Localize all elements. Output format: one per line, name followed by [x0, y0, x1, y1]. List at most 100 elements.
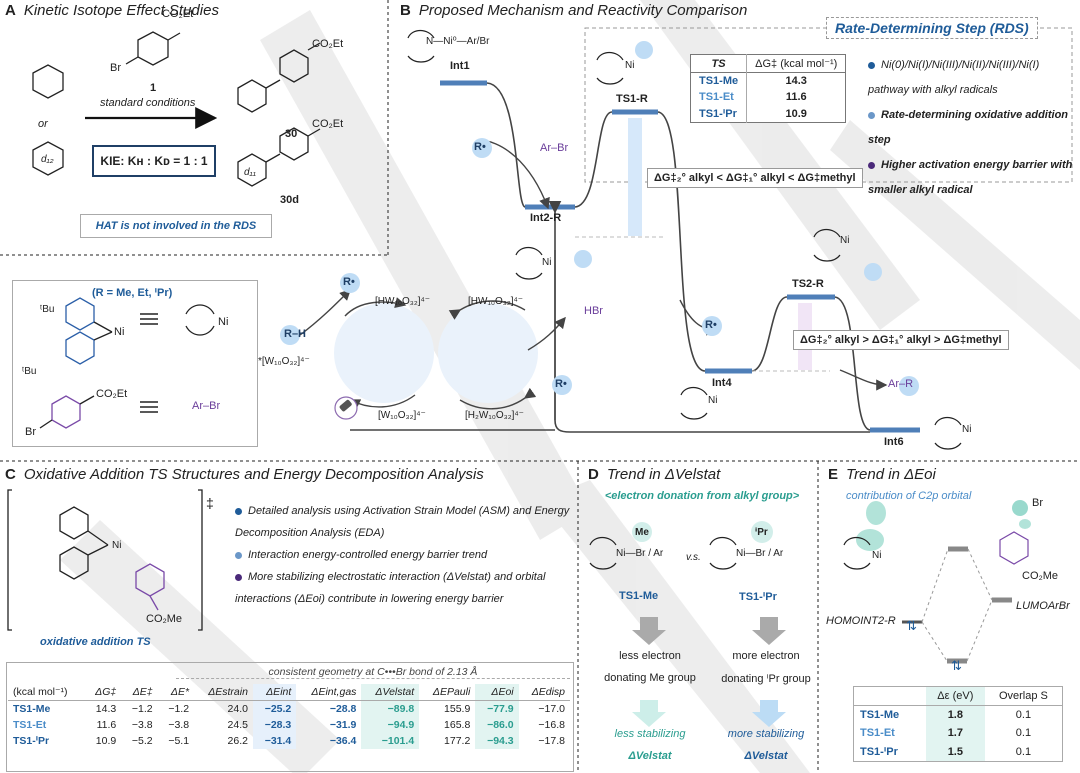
orbital-s: 0.1 — [1015, 745, 1032, 758]
label-int2r: Int2-R — [530, 212, 562, 224]
orbital-de: 1.5 — [925, 742, 985, 762]
me-label: Me — [635, 527, 649, 538]
species-radical: R• — [474, 141, 486, 153]
svg-text:⇅: ⇅ — [951, 659, 962, 674]
or-text: or — [38, 118, 48, 130]
species-arr: Ar–R — [888, 378, 914, 390]
eda-cell: −31.9 — [329, 719, 357, 731]
panel-a-letter: A — [5, 2, 16, 19]
eda-cell: −5.1 — [168, 735, 190, 747]
product-30d-label: 30d — [280, 194, 299, 206]
orbital-table: Δε (eV) Overlap S TS1-Me 1.8 0.1 TS1-Et … — [853, 686, 1063, 762]
ni-ts1r: Ni — [625, 60, 635, 71]
species-radical: R• — [555, 378, 567, 390]
orbital-row-name: TS1-Me — [860, 709, 900, 721]
rds-point: Ni(0)/Ni(I)/Ni(III)/Ni(II)/Ni(III)/Ni(I)… — [868, 59, 1040, 96]
eda-row-name: TS1-Me — [13, 703, 51, 715]
ni-int1: N—Ni⁰—Ar/Br — [426, 36, 490, 47]
tbu-label: ᵗBu — [22, 366, 37, 377]
d12-label: d₁₂ — [41, 154, 54, 165]
lumo-label: LUMOArBr — [1016, 600, 1070, 612]
panel-b-letter: B — [400, 2, 411, 19]
eda-header: ΔEoi — [475, 684, 519, 701]
ts-caption: oxidative addition TS — [40, 636, 151, 648]
d-right-dv: ΔVelstat — [744, 750, 788, 762]
eda-row: TS1-Me 14.3 −1.2 −1.2 24.0 −25.2 −28.8 −… — [8, 700, 570, 717]
orbital-header: Overlap S — [998, 690, 1048, 702]
panel-d-structures — [589, 536, 737, 570]
aryl-bromide-ring — [137, 31, 169, 66]
homo-label: HOMOINT2-R — [826, 615, 896, 627]
legend-structures — [39, 297, 215, 429]
product-30d-cyclohexyl — [237, 153, 267, 187]
orbital-row: TS1-Me 1.8 0.1 — [854, 705, 1063, 724]
label-int6: Int6 — [884, 436, 904, 448]
orbital-row-name: TS1-Et — [860, 727, 895, 739]
species-w: [W₁₀O₃₂]⁴⁻ — [378, 410, 426, 421]
legend-br: Br — [25, 426, 36, 438]
rds-title: Rate-Determining Step (RDS) — [826, 17, 1038, 39]
tbu-label: ᵗBu — [40, 304, 55, 315]
ts-row-name: TS1-Et — [699, 91, 734, 103]
panel-d-arrows — [632, 617, 786, 727]
eda-cell: 10.9 — [95, 735, 117, 747]
label-int4: Int4 — [712, 377, 732, 389]
d-right-label: TS1-ⁱPr — [739, 591, 777, 603]
panel-c-letter: C — [5, 466, 16, 483]
panel-c-points: Detailed analysis using Activation Strai… — [235, 500, 570, 610]
e-br: Br — [1032, 497, 1043, 509]
eda-row-name: TS1-Et — [13, 719, 47, 731]
eda-cell: −77.9 — [475, 700, 519, 717]
eda-header: ΔEdisp — [531, 686, 565, 698]
eda-header: ΔG‡ — [95, 686, 117, 698]
eda-header: ΔE‡ — [132, 686, 153, 698]
eda-cell: −3.8 — [168, 719, 190, 731]
eda-cell: −28.8 — [329, 703, 357, 715]
d-left-dv: ΔVelstat — [628, 750, 672, 762]
orbital-row: TS1-ⁱPr 1.5 0.1 — [854, 742, 1063, 762]
d-left-result: less stabilizing — [614, 728, 686, 740]
orbital-header — [854, 687, 926, 706]
ni-int4: Ni — [708, 395, 718, 406]
eda-cell: −86.0 — [475, 717, 519, 733]
panel-a-structures — [32, 31, 321, 187]
eda-header: ΔE* — [170, 686, 190, 698]
svg-text:⇅: ⇅ — [906, 619, 917, 634]
eda-table-frame — [6, 662, 574, 772]
bullet-icon — [235, 507, 242, 515]
eda-cell: −25.2 — [252, 700, 297, 717]
orbital-row-name: TS1-ⁱPr — [860, 746, 898, 758]
bullet-icon — [868, 161, 875, 169]
ni-d-left: Ni—Br / Ar — [616, 548, 664, 559]
panel-e-subtitle: contribution of C2p orbital — [846, 490, 972, 502]
panel-d-letter: D — [588, 466, 599, 483]
ni-d-right: Ni—Br / Ar — [736, 548, 784, 559]
inequality-box-1: ΔG‡₂° alkyl < ΔG‡₁° alkyl < ΔG‡methyl — [647, 168, 863, 188]
reagent-co2et: CO₂Et — [162, 8, 194, 20]
rds-points: Ni(0)/Ni(I)/Ni(III)/Ni(II)/Ni(III)/Ni(I)… — [868, 53, 1073, 203]
eda-cell: 165.8 — [444, 719, 471, 731]
conditions-text: standard conditions — [100, 97, 196, 109]
vs-text: v.s. — [686, 552, 701, 563]
r-definition: (R = Me, Et, ⁱPr) — [88, 286, 177, 299]
d-right-text1: more electron — [732, 650, 800, 662]
orbital-s: 0.1 — [1015, 709, 1032, 721]
ts-co2me: CO₂Me — [146, 613, 183, 625]
eda-cell: −16.8 — [538, 719, 565, 731]
eda-header: (kcal mol⁻¹) — [13, 686, 68, 698]
ts-row-value: 11.6 — [746, 89, 846, 105]
species-hbr: HBr — [584, 305, 603, 317]
eda-row: TS1-Et 11.6 −3.8 −3.8 24.5 −28.3 −31.9 −… — [8, 717, 570, 733]
e-co2me: CO₂Me — [1022, 570, 1059, 582]
bullet-icon — [235, 573, 242, 581]
rds-point: Higher activation energy barrier with sm… — [868, 159, 1073, 196]
panel-d-subtitle: <electron donation from alkyl group> — [604, 490, 800, 502]
bullet-icon — [868, 61, 875, 69]
ts-row-value: 10.9 — [746, 105, 846, 123]
ni-int6: Ni — [962, 424, 972, 435]
eda-cell: −31.4 — [252, 733, 297, 749]
ts-table: TS ΔG‡ (kcal mol⁻¹) TS1-Me 14.3 TS1-Et 1… — [690, 54, 847, 123]
